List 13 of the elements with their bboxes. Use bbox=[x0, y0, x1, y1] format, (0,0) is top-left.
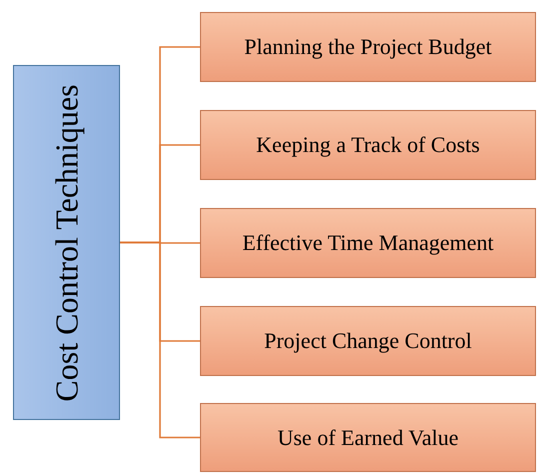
technique-box bbox=[200, 12, 536, 82]
connector-line bbox=[120, 242, 200, 438]
technique-label: Planning the Project Budget bbox=[244, 33, 492, 61]
technique-box bbox=[200, 306, 536, 376]
category-title: Cost Control Techniques bbox=[50, 84, 82, 402]
technique-box bbox=[200, 208, 536, 278]
technique-box bbox=[200, 110, 536, 180]
technique-box bbox=[200, 403, 536, 472]
technique-label: Use of Earned Value bbox=[277, 424, 459, 452]
technique-label: Project Change Control bbox=[264, 327, 472, 355]
technique-label: Effective Time Management bbox=[242, 229, 494, 257]
technique-label: Keeping a Track of Costs bbox=[256, 131, 480, 159]
category-box bbox=[13, 65, 120, 420]
